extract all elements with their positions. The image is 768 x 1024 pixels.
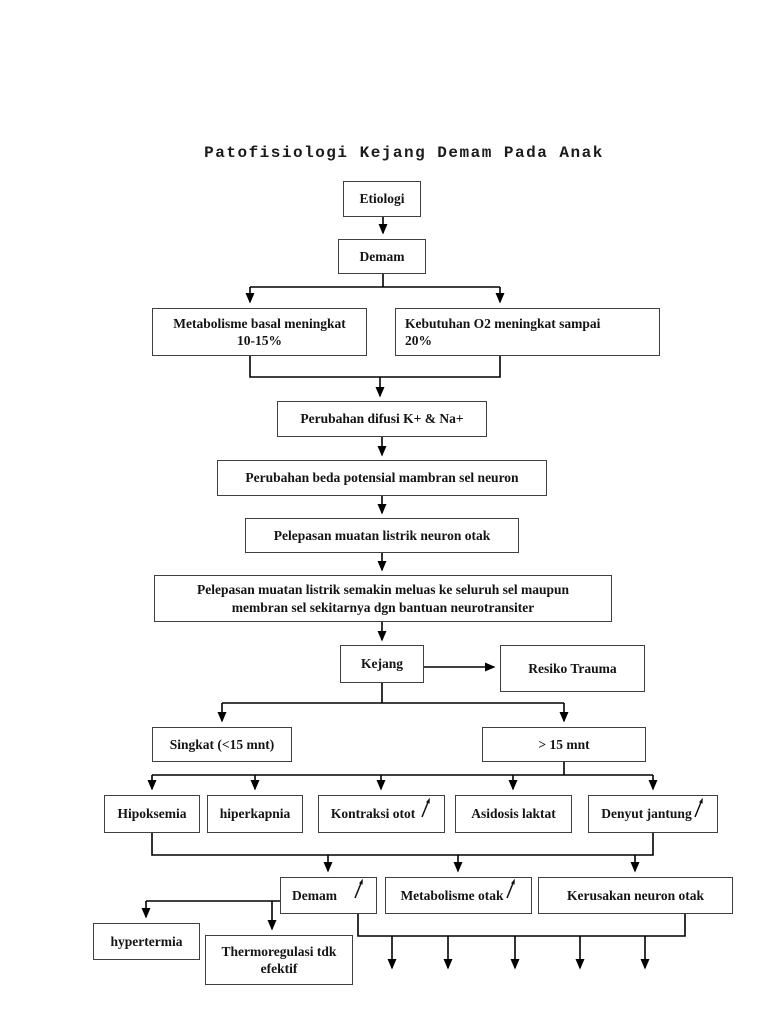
node-label: Demam: [359, 248, 405, 264]
node-label: Perubahan difusi K+ & Na+: [300, 411, 464, 427]
node-label: Kejang: [361, 656, 403, 672]
node-hipoksemia: Hipoksemia: [104, 795, 200, 833]
node-label: Hipoksemia: [117, 806, 187, 822]
node-singkat: Singkat (<15 mnt): [152, 727, 292, 762]
page-title: Patofisiologi Kejang Demam Pada Anak: [204, 144, 604, 162]
node-label: Denyut jantung: [601, 806, 692, 822]
increase-arrow-icon: [505, 878, 515, 899]
node-label: Demam: [292, 887, 337, 903]
node-label: Kerusakan neuron otak: [566, 887, 705, 903]
node-kejang: Kejang: [340, 645, 424, 683]
increase-arrow-icon: [421, 797, 430, 817]
node-label: Pelepasan muatan listrik semakin meluas …: [196, 582, 570, 615]
node-label: Etiologi: [359, 191, 405, 207]
node-pelepasan-listrik: Pelepasan muatan listrik neuron otak: [245, 518, 519, 553]
increase-arrow-icon: [694, 797, 703, 817]
node-label: Perubahan beda potensial mambran sel neu…: [245, 470, 519, 486]
node-demam: Demam: [338, 239, 426, 274]
node-label: Metabolisme otak: [400, 887, 504, 903]
node-label: hypertermia: [110, 933, 183, 949]
node-perubahan-difusi: Perubahan difusi K+ & Na+: [277, 401, 487, 437]
node-label: Kontraksi otot: [330, 806, 416, 822]
node-demam-meningkat: Demam: [280, 877, 377, 914]
node-label: > 15 mnt: [538, 736, 590, 752]
node-etiologi: Etiologi: [343, 181, 421, 217]
increase-arrow-icon: [354, 878, 363, 899]
node-pelepasan-meluas: Pelepasan muatan listrik semakin meluas …: [154, 575, 612, 622]
node-asidosis-laktat: Asidosis laktat: [455, 795, 572, 833]
node-label: Resiko Trauma: [528, 660, 617, 676]
node-denyut-jantung: Denyut jantung: [588, 795, 718, 833]
node-metabolisme-otak: Metabolisme otak: [385, 877, 532, 914]
node-kerusakan-neuron: Kerusakan neuron otak: [538, 877, 733, 914]
node-lebih-15-mnt: > 15 mnt: [482, 727, 646, 762]
node-label: hiperkapnia: [219, 806, 291, 822]
node-hypertermia: hypertermia: [93, 923, 200, 960]
node-label: Pelepasan muatan listrik neuron otak: [273, 527, 491, 543]
node-label: Singkat (<15 mnt): [169, 736, 275, 752]
node-kontraksi-otot: Kontraksi otot: [318, 795, 445, 833]
node-label: Asidosis laktat: [471, 806, 556, 822]
node-perubahan-potensial: Perubahan beda potensial mambran sel neu…: [217, 460, 547, 496]
node-hiperkapnia: hiperkapnia: [207, 795, 303, 833]
node-resiko-trauma: Resiko Trauma: [500, 645, 645, 692]
